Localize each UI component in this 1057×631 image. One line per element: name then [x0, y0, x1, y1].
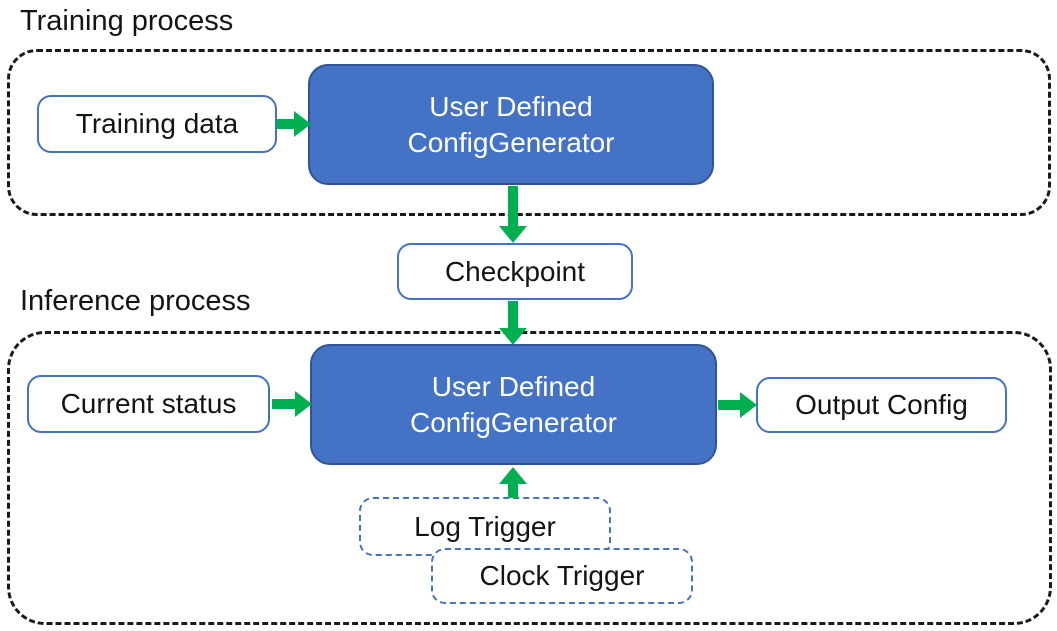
arrow-head — [499, 226, 527, 243]
training-data-node: Training data — [37, 95, 277, 153]
arrow-triggers-to-generator — [499, 467, 527, 498]
output-config-label: Output Config — [795, 389, 968, 421]
arrow-shaft — [277, 119, 296, 129]
config-generator-training-line1: User Defined — [429, 90, 593, 122]
arrow-head — [499, 328, 527, 345]
current-status-node: Current status — [27, 375, 270, 433]
arrow-head — [740, 392, 757, 418]
arrow-shaft — [508, 482, 518, 498]
arrow-current-status-to-generator — [272, 391, 312, 417]
checkpoint-label: Checkpoint — [444, 255, 586, 287]
output-config-node: Output Config — [756, 377, 1007, 433]
training-section-label: Training process — [20, 5, 234, 37]
current-status-label: Current status — [60, 388, 237, 420]
training-process-container — [7, 49, 1051, 216]
arrow-checkpoint-to-generator — [499, 301, 527, 345]
arrow-shaft — [272, 399, 297, 409]
arrow-generator-to-checkpoint — [499, 186, 527, 243]
log-trigger-label: Log Trigger — [414, 510, 556, 542]
config-generator-training-line2: ConfigGenerator — [407, 126, 615, 158]
training-data-label: Training data — [75, 108, 239, 140]
arrow-shaft — [718, 400, 742, 410]
config-generator-inference-line1: User Defined — [431, 370, 596, 402]
checkpoint-node: Checkpoint — [397, 243, 633, 300]
inference-section-label: Inference process — [20, 285, 251, 317]
clock-trigger-node: Clock Trigger — [431, 548, 693, 604]
clock-trigger-label: Clock Trigger — [479, 560, 645, 592]
config-generator-inference-node: User Defined ConfigGenerator — [310, 344, 717, 465]
arrow-generator-to-output-config — [718, 392, 757, 418]
arrow-training-data-to-generator — [277, 111, 311, 137]
arrow-shaft — [508, 301, 518, 330]
arrow-head — [294, 111, 311, 137]
config-generator-training-node: User Defined ConfigGenerator — [308, 64, 714, 185]
inference-process-container — [7, 331, 1052, 625]
arrow-head — [295, 391, 312, 417]
arrow-shaft — [508, 186, 518, 228]
config-generator-inference-line2: ConfigGenerator — [409, 406, 617, 438]
arrow-head — [499, 467, 527, 484]
